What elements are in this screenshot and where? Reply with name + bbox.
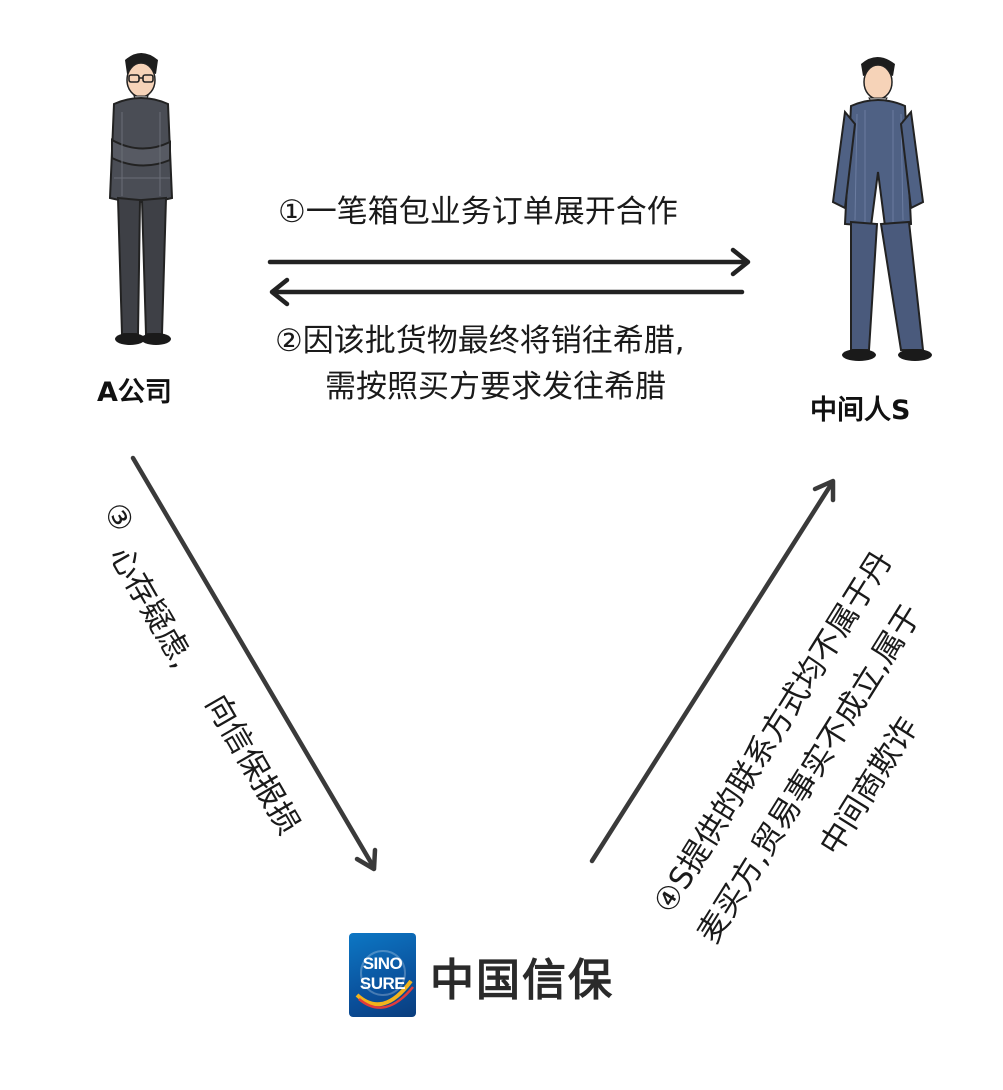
arrow-a-to-sinosure <box>130 455 378 872</box>
logo-mark-line1: SINO <box>362 954 403 973</box>
globe-swoosh-icon <box>355 950 414 1009</box>
arrow-a-to-s <box>267 247 751 277</box>
step1-text: ①一笔箱包业务订单展开合作 <box>278 194 678 230</box>
middleman-s-label: 中间人S <box>810 395 911 426</box>
step2-text-line1: ②因该批货物最终将销往希腊, <box>275 323 685 359</box>
company-a-label: A公司 <box>97 377 172 408</box>
arrow-sinosure-to-s <box>589 478 836 864</box>
step2-text-line2: 需按照买方要求发往希腊 <box>325 369 666 405</box>
company-a-person-illustration <box>108 53 174 345</box>
sinosure-brand-name: 中国信保 <box>430 955 614 1006</box>
middleman-s-person-illustration <box>831 57 932 361</box>
sinosure-logo-mark: SINO SURE <box>349 933 416 1017</box>
arrow-s-to-a <box>269 277 745 307</box>
logo-mark-line2: SURE <box>359 974 406 993</box>
